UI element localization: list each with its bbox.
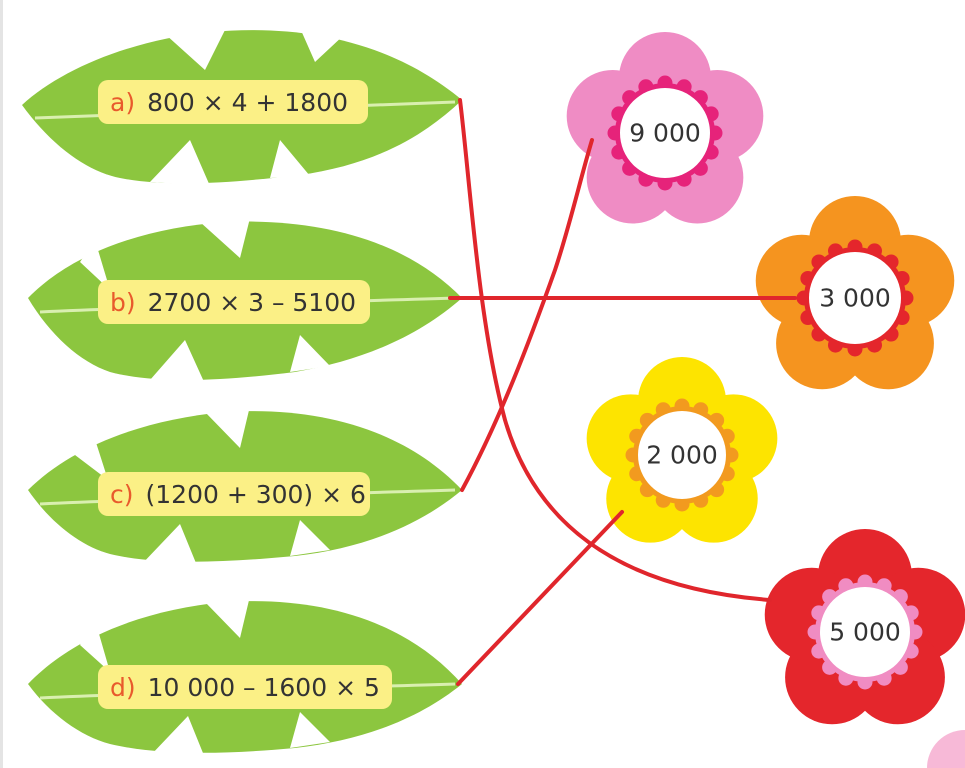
flower-ring-scallop: [811, 643, 827, 659]
matching-lines: [448, 98, 797, 686]
flower-ring-scallop: [638, 79, 654, 95]
flower-ring-scallop: [800, 310, 816, 326]
flower-ring-scallop: [674, 398, 690, 414]
flower-ring-scallop: [611, 106, 627, 122]
flower-ring-scallop: [629, 428, 645, 444]
leaf-a-label-box: [98, 80, 368, 124]
leaf-c: c) (1200 + 300) × 6: [28, 406, 462, 568]
flower-ring-scallop: [719, 428, 735, 444]
flower-9000-value: 9 000: [629, 119, 701, 148]
leaf-a-expression: 800 × 4 + 1800: [147, 88, 348, 117]
flower-3000-center: [809, 252, 901, 344]
flower-ring-scallop: [827, 337, 843, 353]
flower-5000: 5 000: [764, 529, 965, 725]
svg-text:d)10 000 – 1600 × 5: d) 10 000 – 1600 × 5: [110, 673, 380, 702]
flower-2000: 2 000: [586, 357, 778, 543]
leaf-b-letter: b): [110, 288, 136, 317]
flower-ring-scallop: [894, 310, 910, 326]
flower-ring-scallop: [907, 624, 923, 640]
flower-3000: 3 000: [755, 196, 955, 390]
flower-ring-scallop: [867, 337, 883, 353]
match-line-d-2000: [456, 510, 624, 686]
flower-ring-scallop: [676, 171, 692, 187]
match-line-a-5000: [458, 98, 772, 602]
flower-ring-scallop: [811, 605, 827, 621]
flower-ring-scallop: [693, 402, 709, 418]
flower-3000-value: 3 000: [819, 284, 891, 313]
flower-ring-scallop: [903, 605, 919, 621]
flower-ring-scallop: [629, 466, 645, 482]
leaf-c-label-box: [98, 472, 370, 516]
flower-ring-scallop: [719, 466, 735, 482]
flower-ring-scallop: [638, 171, 654, 187]
left-border: [0, 0, 3, 768]
match-line-c-9000: [460, 138, 594, 492]
leaf-d-letter: d): [110, 673, 136, 702]
flower-9000: 9 000: [566, 32, 764, 224]
flower-ring-scallop: [894, 270, 910, 286]
flower-ring-scallop: [796, 290, 812, 306]
leaf-a-letter: a): [110, 88, 135, 117]
flower-ring-scallop: [876, 578, 892, 594]
leaf-c-letter: c): [110, 480, 134, 509]
flower-5000-value: 5 000: [829, 618, 901, 647]
flower-ring-scallop: [857, 674, 873, 690]
flower-ring-scallop: [876, 670, 892, 686]
leaf-c-notches: [75, 406, 330, 568]
flower-ring-scallop: [723, 447, 739, 463]
leaf-c-expression: (1200 + 300) × 6: [146, 480, 366, 509]
flower-ring-scallop: [607, 125, 623, 141]
flower-ring-scallop: [898, 290, 914, 306]
flower-ring-scallop: [838, 578, 854, 594]
flower-ring-scallop: [676, 79, 692, 95]
flower-9000-center: [620, 88, 710, 178]
leaf-d-notches: [80, 596, 330, 758]
flower-ring-scallop: [800, 270, 816, 286]
svg-text:a)800 × 4 + 1800: a) 800 × 4 + 1800: [110, 88, 348, 117]
leaf-a-notches: [150, 28, 345, 186]
leaf-d-expression: 10 000 – 1600 × 5: [148, 673, 380, 702]
flower-ring-scallop: [827, 243, 843, 259]
flower-ring-scallop: [655, 402, 671, 418]
flower-ring-scallop: [703, 106, 719, 122]
flower-2000-center: [638, 411, 726, 499]
leaf-d: d) 10 000 – 1600 × 5: [28, 596, 462, 758]
flower-ring-scallop: [611, 144, 627, 160]
flower-ring-scallop: [867, 243, 883, 259]
leaf-d-label-box: [98, 665, 392, 709]
flower-ring-scallop: [707, 125, 723, 141]
flower-ring-scallop: [838, 670, 854, 686]
flower-5000-center: [820, 587, 910, 677]
leaf-b-notches: [80, 218, 330, 384]
flower-ring-scallop: [903, 643, 919, 659]
leaf-b-expression: 2700 × 3 – 5100: [148, 288, 356, 317]
flower-ring-scallop: [657, 175, 673, 191]
flower-ring-scallop: [657, 75, 673, 91]
svg-text:b)2700 × 3 – 5100: b) 2700 × 3 – 5100: [110, 288, 356, 317]
corner-flower-fragment: [927, 730, 965, 768]
flower-ring-scallop: [857, 574, 873, 590]
flower-ring-scallop: [807, 624, 823, 640]
leaf-b: b) 2700 × 3 – 5100: [28, 218, 462, 384]
leaf-a: a) 800 × 4 + 1800: [22, 28, 462, 186]
leaf-b-label-box: [98, 280, 370, 324]
flower-ring-scallop: [847, 239, 863, 255]
flower-ring-scallop: [674, 496, 690, 512]
flower-ring-scallop: [625, 447, 641, 463]
svg-text:c)(1200 + 300) × 6: c) (1200 + 300) × 6: [110, 480, 366, 509]
flower-ring-scallop: [655, 492, 671, 508]
flower-2000-value: 2 000: [646, 441, 718, 470]
flower-ring-scallop: [847, 341, 863, 357]
flower-ring-scallop: [703, 144, 719, 160]
flower-ring-scallop: [693, 492, 709, 508]
